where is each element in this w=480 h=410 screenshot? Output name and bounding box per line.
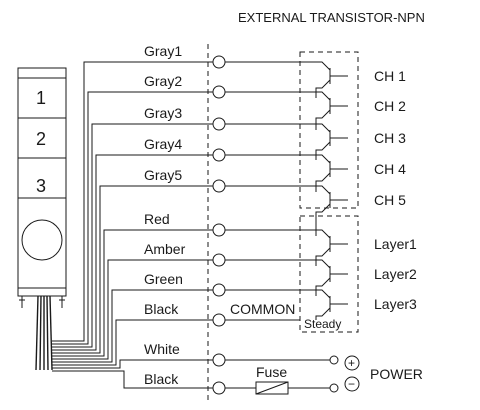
terminals xyxy=(212,55,226,395)
terminal-gray3 xyxy=(212,117,226,131)
wire-label-black: Black xyxy=(144,301,179,317)
channel-label-ch5: CH 5 xyxy=(374,192,406,208)
tower-segment-1-label: 1 xyxy=(36,88,46,108)
transistor-ch1-icon xyxy=(300,61,348,98)
terminal-gray5 xyxy=(212,179,226,193)
power-label: POWER xyxy=(370,366,423,382)
channel-label-layer2: Layer2 xyxy=(374,266,417,282)
wire-label-gray3: Gray3 xyxy=(144,105,182,121)
power-terminals: + − POWER xyxy=(329,355,423,393)
wire-label-gray2: Gray2 xyxy=(144,73,182,89)
steady-label: Steady xyxy=(304,317,341,331)
signal-tower: 1 2 3 xyxy=(17,67,67,371)
terminal-gray4 xyxy=(212,148,226,162)
minus-icon xyxy=(344,376,360,392)
terminal-green xyxy=(212,283,226,297)
power-terminal-positive xyxy=(329,355,339,365)
transistor-layer3-icon xyxy=(300,289,348,320)
terminal-gray2 xyxy=(212,85,226,99)
channel-label-ch4: CH 4 xyxy=(374,161,406,177)
terminal-black-power xyxy=(212,381,226,395)
wire-labels: Gray1 Gray2 Gray3 Gray4 Gray5 Red Amber … xyxy=(144,43,186,387)
wire-label-gray5: Gray5 xyxy=(144,167,182,183)
tower-mount-feet xyxy=(19,296,65,308)
minus-symbol: − xyxy=(348,377,355,391)
plus-symbol: + xyxy=(348,356,355,370)
terminal-black xyxy=(212,313,226,327)
channel-label-ch2: CH 2 xyxy=(374,98,406,114)
terminal-white xyxy=(212,353,226,367)
common-label: COMMON xyxy=(230,301,295,317)
channel-labels: CH 1 CH 2 CH 3 CH 4 CH 5 Layer1 Layer2 L… xyxy=(374,68,417,312)
fuse-label: Fuse xyxy=(256,364,287,380)
wire-label-amber: Amber xyxy=(144,241,186,257)
plus-icon xyxy=(344,355,360,371)
wire-label-black-power: Black xyxy=(144,371,179,387)
wire-label-red: Red xyxy=(144,211,170,227)
tower-cable-bundle xyxy=(35,295,53,371)
tower-segment-3-label: 3 xyxy=(36,176,46,196)
wire-label-green: Green xyxy=(144,271,183,287)
channel-label-layer1: Layer1 xyxy=(374,236,417,252)
transistor-layer1-icon xyxy=(300,229,348,266)
channel-label-layer3: Layer3 xyxy=(374,296,417,312)
channel-label-ch1: CH 1 xyxy=(374,68,406,84)
wire-label-white: White xyxy=(144,341,180,357)
tower-buzzer-icon xyxy=(21,219,63,261)
diagram-title: EXTERNAL TRANSISTOR-NPN xyxy=(238,10,425,25)
terminal-amber xyxy=(212,253,226,267)
transistor-ch5-icon xyxy=(300,185,348,236)
terminal-red xyxy=(212,223,226,237)
layer-transistor-box xyxy=(299,215,359,333)
wire-runs xyxy=(52,61,330,389)
transistor-layer2-icon xyxy=(300,259,348,296)
channel-transistor-box xyxy=(299,51,359,209)
wire-label-gray1: Gray1 xyxy=(144,43,182,59)
tower-segment-2-label: 2 xyxy=(36,129,46,149)
wire-label-gray4: Gray4 xyxy=(144,136,182,152)
power-terminal-negative xyxy=(329,383,339,393)
channel-label-ch3: CH 3 xyxy=(374,130,406,146)
terminal-gray1 xyxy=(212,55,226,69)
transistors xyxy=(300,61,348,320)
